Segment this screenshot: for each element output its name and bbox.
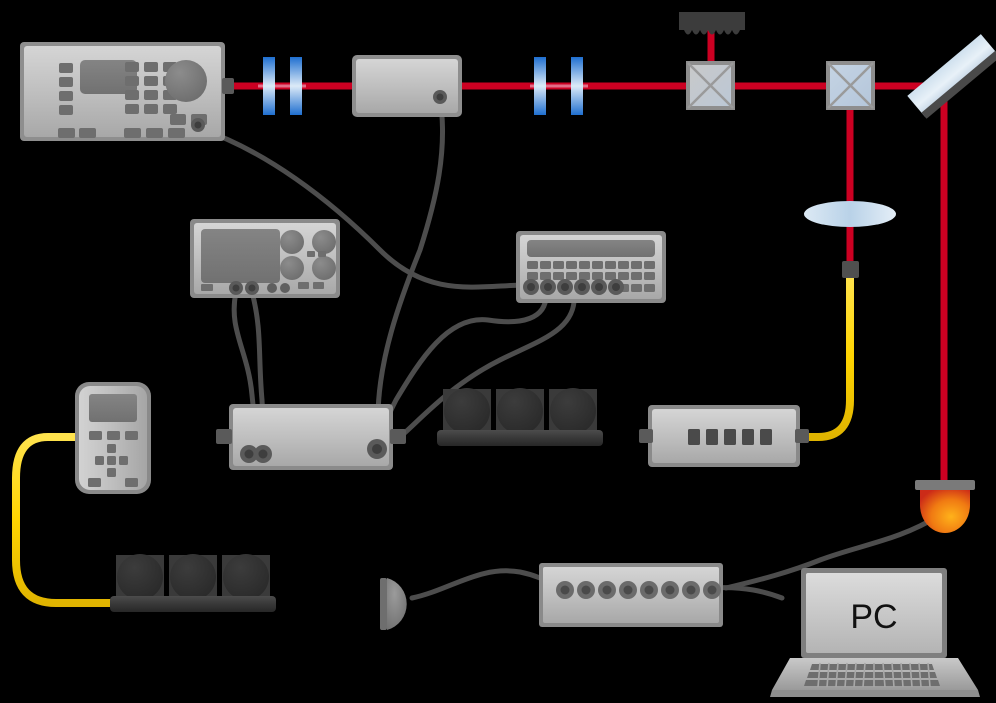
electrical-cables [195, 95, 941, 601]
cable-laser-to-controller [195, 125, 531, 290]
controller-display [527, 240, 655, 257]
pc-laptop[interactable]: PC [770, 568, 980, 697]
laser-aperture [222, 78, 234, 94]
beamsplitter-cube-left [686, 61, 735, 110]
controller-connectors [523, 279, 624, 295]
oscilloscope-knob [280, 230, 304, 254]
oscilloscope-small-port [280, 283, 290, 293]
polarization-paddle [170, 554, 216, 600]
laser-bottom-button [58, 128, 75, 138]
laser-side-button [59, 63, 73, 73]
fiber-driver-box[interactable] [639, 405, 809, 467]
fibermod-in-ferrule [216, 429, 232, 444]
fiber-modulator[interactable] [216, 404, 406, 470]
focusing-lens [804, 201, 896, 227]
diffraction-grating [679, 12, 745, 35]
vapor-cell-detector [915, 480, 975, 533]
laser-tuning-knob [165, 60, 207, 102]
cable-cell-to-daq [723, 513, 941, 591]
waveplate [571, 57, 583, 115]
waveplate [534, 57, 546, 115]
polarization-controller-bottom[interactable] [110, 554, 276, 612]
polarization-controller-top[interactable] [437, 388, 603, 446]
fibermod-out-ferrule [390, 429, 406, 444]
pc-keyboard [804, 664, 940, 686]
data-acquisition-box[interactable] [539, 563, 723, 627]
laser-sub-button [170, 114, 186, 125]
laser-bottom-button [79, 128, 96, 138]
oscilloscope[interactable] [190, 219, 340, 298]
driver-indicators [688, 429, 772, 445]
pc-label: PC [850, 598, 897, 636]
waveplate-pair-right [534, 57, 583, 115]
laser-display [80, 60, 137, 94]
pc-screen [806, 573, 942, 653]
cable-fsmod-to-fibermod [375, 95, 446, 421]
oscilloscope-knob [312, 256, 336, 280]
laser-side-button [59, 91, 73, 101]
beamsplitter-cube-right [826, 61, 875, 110]
fiber-meter-to-bottom-polctl [12, 433, 116, 607]
polarization-paddle [117, 554, 163, 600]
laser-side-button [59, 77, 73, 87]
polarization-paddle [497, 388, 543, 434]
cable-controller-to-fibermod-2 [397, 289, 577, 440]
multichannel-controller[interactable] [516, 231, 666, 303]
oscilloscope-knob [280, 256, 304, 280]
driver-in-ferrule [639, 429, 653, 443]
fiber-coupler-to-driver [799, 272, 854, 441]
photodetector-dome [380, 578, 407, 630]
polarization-paddle [550, 388, 596, 434]
fiber-path [12, 272, 854, 607]
laser-side-button [59, 105, 73, 115]
oscilloscope-small-port [267, 283, 277, 293]
waveplate-pair-left [263, 57, 302, 115]
polarization-paddle [444, 388, 490, 434]
oscilloscope-screen [201, 229, 280, 283]
waveplate [263, 57, 275, 115]
tilted-mirror [907, 34, 996, 119]
free-space-modulator[interactable] [352, 55, 462, 117]
driver-out-ferrule [795, 429, 809, 443]
daq-connectors [556, 581, 721, 599]
polarization-paddle [223, 554, 269, 600]
pc-keyboard-lines [817, 662, 931, 688]
oscilloscope-knob [312, 230, 336, 254]
laser-source[interactable] [20, 42, 234, 141]
meter-display [89, 394, 137, 422]
meter-buttons [88, 431, 138, 487]
fiber-coupler [842, 261, 859, 278]
waveplate [290, 57, 302, 115]
handheld-power-meter[interactable] [75, 382, 151, 494]
